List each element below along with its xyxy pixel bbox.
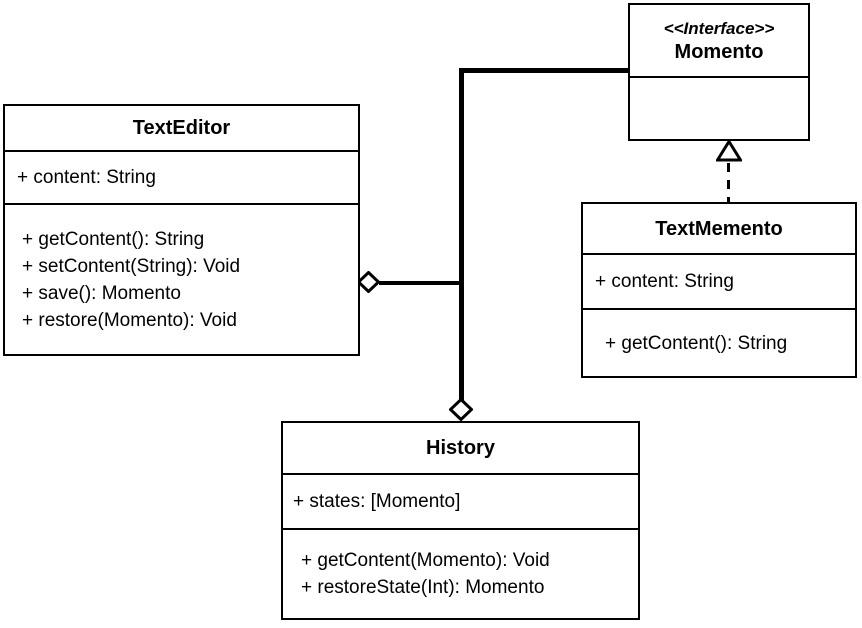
class-method: + restore(Momento): Void bbox=[22, 309, 237, 331]
class-name-label: Momento bbox=[674, 40, 764, 63]
class-attributes-section: + content: String bbox=[583, 253, 855, 308]
stereotype-label: <<Interface>> bbox=[663, 18, 775, 38]
class-method: + save(): Momento bbox=[22, 282, 181, 304]
class-name-label: TextEditor bbox=[132, 117, 231, 139]
class-title: History bbox=[283, 423, 638, 473]
class-name-label: History bbox=[426, 437, 495, 459]
class-method: + restoreState(Int): Momento bbox=[301, 577, 545, 598]
class-box-textmemento: TextMemento + content: String + getConte… bbox=[581, 202, 857, 378]
class-methods-section: + getContent(): String bbox=[583, 308, 855, 376]
realization-dashed-line bbox=[727, 163, 730, 202]
aggregation-diamond-icon bbox=[448, 397, 474, 422]
class-attribute: + content: String bbox=[17, 167, 156, 188]
aggregation-diamond-icon bbox=[356, 270, 381, 294]
class-title: TextMemento bbox=[583, 204, 855, 253]
class-name-label: TextMemento bbox=[655, 217, 783, 240]
class-method: + getContent(): String bbox=[22, 228, 205, 250]
class-box-texteditor: TextEditor + content: String + getConten… bbox=[3, 104, 360, 356]
texteditor-aggregation-line bbox=[379, 281, 461, 285]
aggregation-connector-vertical-line bbox=[459, 68, 464, 404]
class-methods-section: + getContent(): String + setContent(Stri… bbox=[5, 203, 358, 354]
class-box-history: History + states: [Momento] + getContent… bbox=[281, 421, 640, 620]
class-title: TextEditor bbox=[5, 106, 358, 150]
class-method: + getContent(): String bbox=[605, 332, 788, 354]
class-method: + getContent(Momento): Void bbox=[301, 550, 550, 571]
class-empty-section bbox=[630, 76, 808, 139]
class-attributes-section: + states: [Momento] bbox=[283, 473, 638, 528]
class-methods-section: + getContent(Momento): Void + restoreSta… bbox=[283, 528, 638, 618]
class-box-momento-interface: <<Interface>> Momento bbox=[628, 3, 810, 141]
realization-triangle-icon bbox=[714, 138, 744, 162]
class-attribute: + states: [Momento] bbox=[293, 491, 461, 512]
class-title: <<Interface>> Momento bbox=[630, 5, 808, 76]
class-attributes-section: + content: String bbox=[5, 150, 358, 203]
aggregation-connector-top-line bbox=[459, 68, 630, 73]
class-attribute: + content: String bbox=[595, 271, 734, 292]
class-method: + setContent(String): Void bbox=[22, 255, 241, 277]
